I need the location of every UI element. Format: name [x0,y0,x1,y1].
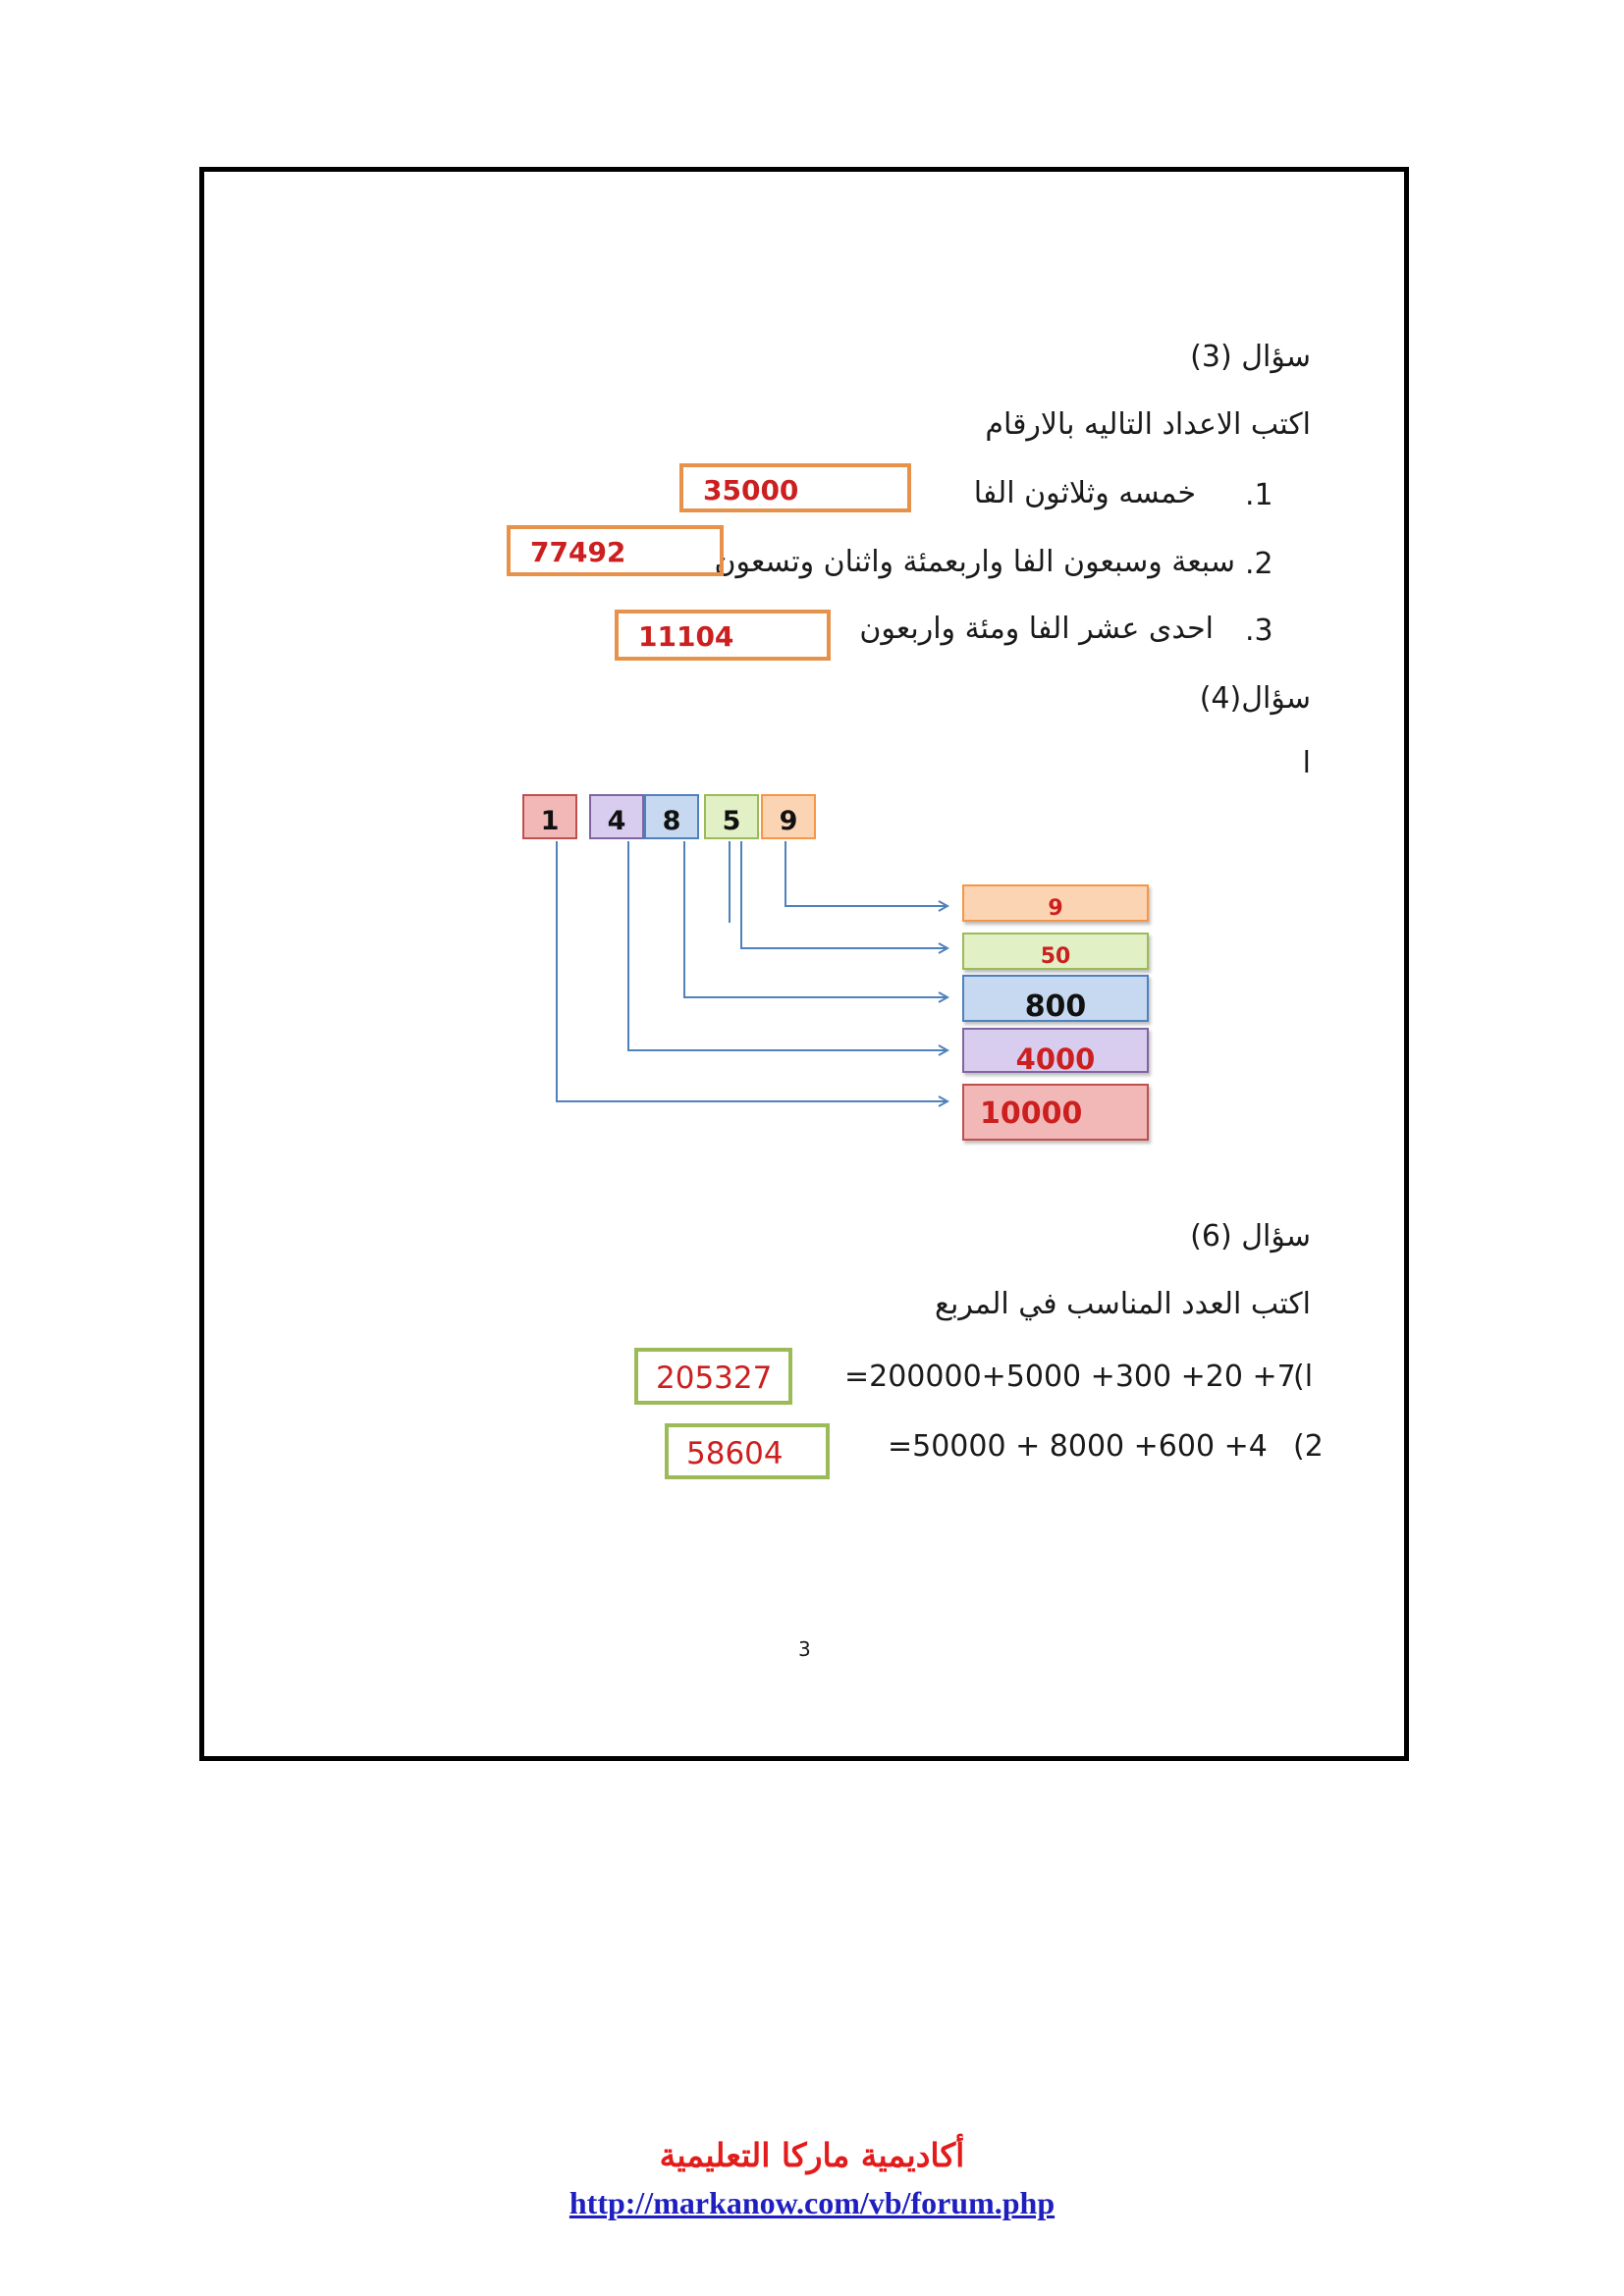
q6-item-1-answer-box: 205327 [634,1348,792,1405]
arrow-hundreds [683,841,947,997]
q3-item-1-text: خمسه وثلاثون الفا [973,476,1196,510]
q6-item-2-label: (2 [1293,1429,1324,1464]
q3-item-1-answer: 35000 [703,474,799,507]
q3-item-2-answer: 77492 [530,536,626,568]
value-box-tens: 50 [962,933,1149,970]
digit-box-ten-thousands: 1 [522,794,577,839]
q6-item-2-answer: 58604 [686,1436,784,1471]
value-box-thousands: 4000 [962,1028,1149,1073]
value-box-hundreds: 800 [962,975,1149,1022]
q6-item-2-expression: =50000 + 8000 +600 +4 [888,1429,1268,1464]
digit-box-tens: 5 [704,794,759,839]
arrow-ones [785,841,947,906]
q3-instruction: اكتب الاعداد التاليه بالارقام [985,407,1311,442]
footer-link[interactable]: http://markanow.com/vb/forum.php [568,2185,1056,2220]
q6-item-1-label: (ا [1293,1360,1314,1394]
q4-label: ا [1302,746,1311,780]
q3-item-3-answer: 11104 [638,620,734,653]
digit-box-thousands: 4 [589,794,644,839]
q3-item-3-text: احدى عشر الفا ومئة واربعون [859,612,1214,646]
arrow-tens [740,841,947,948]
footer-title: أكاديمية ماركا التعليمية [659,2136,965,2174]
q3-item-3-number: .3 [1245,614,1273,648]
value-box-ones: 9 [962,884,1149,922]
arrow-thousands [627,841,947,1050]
q6-item-1-answer: 205327 [656,1361,773,1396]
value-box-ten-thousands: 10000 [962,1084,1149,1141]
arrow-ten-thousands [556,841,947,1101]
q3-item-2-text: سبعة وسبعون الفا واربعمئة واثنان وتسعون [714,545,1235,579]
q4-heading: سؤال(4) [1199,681,1311,716]
digit-box-hundreds: 8 [644,794,699,839]
q6-instruction: اكتب العدد المناسب في المربع [935,1287,1311,1321]
q3-item-2-number: .2 [1245,547,1273,581]
page-number: 3 [798,1637,811,1661]
digit-box-ones: 9 [761,794,816,839]
page-frame [199,167,1409,1761]
q3-item-1-number: .1 [1245,478,1273,512]
q6-item-2-answer-box: 58604 [665,1423,830,1479]
q6-heading: سؤال (6) [1190,1219,1311,1254]
q3-heading: سؤال (3) [1190,340,1311,374]
q3-item-3-answer-box: 11104 [615,610,831,661]
q3-item-2-answer-box: 77492 [507,525,724,576]
q3-item-1-answer-box: 35000 [679,463,911,512]
q6-item-1-expression: =200000+5000 +300 +20 +7 [844,1360,1296,1394]
